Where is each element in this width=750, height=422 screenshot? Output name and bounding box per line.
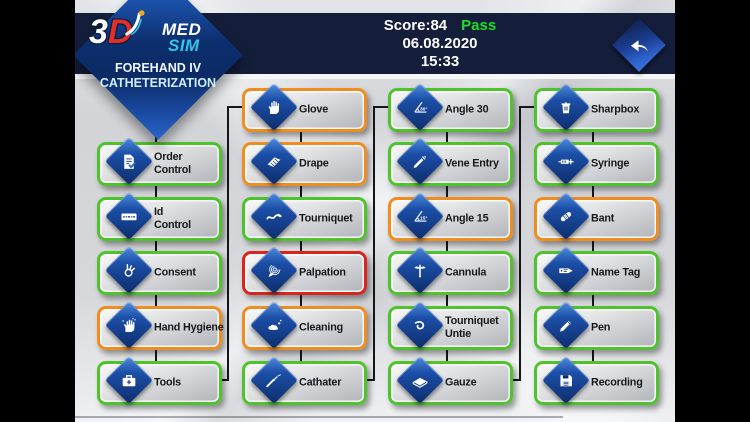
step-bant[interactable]: Bant [534, 191, 659, 241]
glove-icon [249, 82, 299, 132]
step-label: Order Control [154, 151, 191, 176]
step-label: Hand Hygiene [154, 321, 224, 334]
tourniquet-icon [249, 191, 299, 241]
header-divider [75, 74, 675, 79]
step-label: Glove [299, 103, 329, 116]
step-label: Cannula [445, 266, 487, 279]
step-label: Syringe [591, 157, 630, 170]
step-label: Tourniquet [299, 212, 353, 225]
logo-med-text: MED [162, 20, 202, 39]
score-block: Score:84 Pass 06.08.2020 15:33 [355, 17, 525, 71]
toolbox-icon [104, 355, 154, 405]
sharpbox-icon [541, 82, 591, 132]
gauze-icon [395, 355, 445, 405]
step-tools[interactable]: Tools [97, 355, 222, 405]
hand-wash-icon [104, 300, 154, 350]
bandage-icon [541, 191, 591, 241]
connector-line [300, 106, 302, 381]
step-sharpbox[interactable]: Sharpbox [534, 82, 659, 132]
connector-line [373, 106, 375, 381]
step-label: Vene Entry [445, 157, 499, 170]
step-hand-hygiene[interactable]: Hand Hygiene [97, 300, 224, 350]
logo-sim-text: SIM [168, 36, 200, 55]
step-palpation[interactable]: Palpation [242, 245, 367, 295]
name-tag-icon [541, 245, 591, 295]
step-drape[interactable]: Drape [242, 136, 367, 186]
step-syringe[interactable]: Syringe [534, 136, 659, 186]
result-text: Pass [461, 17, 497, 34]
connector-line [519, 106, 535, 108]
step-label: Angle 30 [445, 103, 489, 116]
step-cleaning[interactable]: Cleaning [242, 300, 367, 350]
catheter-icon [249, 355, 299, 405]
consent-hand-icon [104, 245, 154, 295]
connector-line [227, 106, 243, 108]
step-id-control[interactable]: Id Control [97, 191, 222, 241]
connector-line [227, 106, 229, 381]
palpation-icon [249, 245, 299, 295]
step-vene-entry[interactable]: Vene Entry [388, 136, 513, 186]
step-angle-15[interactable]: Angle 15 [388, 191, 513, 241]
step-label: Bant [591, 212, 615, 225]
app-screen: Score:84 Pass 06.08.2020 15:33 Order Cont… [75, 0, 675, 422]
back-arrow-icon [631, 40, 648, 52]
step-label: Consent [154, 266, 196, 279]
step-label: Pen [591, 321, 611, 334]
step-label: Angle 15 [445, 212, 489, 225]
step-label: Tourniquet Untie [445, 315, 499, 340]
step-label: Drape [299, 157, 329, 170]
back-button[interactable] [611, 18, 667, 72]
score-text: Score:84 [383, 17, 448, 34]
angle-30-icon [395, 82, 445, 132]
id-card-icon [104, 191, 154, 241]
step-consent[interactable]: Consent [97, 245, 222, 295]
session-date: 06.08.2020 [402, 35, 478, 52]
connector-line [446, 106, 448, 381]
connector-line [360, 379, 375, 381]
step-label: Tools [154, 376, 181, 389]
logo-subtitle-line2: CATHETERIZATION [99, 76, 217, 90]
connector-line [506, 379, 521, 381]
vene-entry-icon [395, 136, 445, 186]
connector-line [373, 106, 389, 108]
step-order-control[interactable]: Order Control [97, 136, 222, 186]
recording-icon [541, 355, 591, 405]
step-label: Cathater [299, 376, 342, 389]
cleaning-icon [249, 300, 299, 350]
step-tourniquet[interactable]: Tourniquet [242, 191, 367, 241]
step-glove[interactable]: Glove [242, 82, 367, 132]
step-tourniquet-untie[interactable]: Tourniquet Untie [388, 300, 513, 350]
pen-icon [541, 300, 591, 350]
tourniquet-untie-icon [395, 300, 445, 350]
step-gauze[interactable]: Gauze [388, 355, 513, 405]
step-name-tag[interactable]: Name Tag [534, 245, 659, 295]
session-time: 15:33 [420, 53, 460, 70]
step-cathater[interactable]: Cathater [242, 355, 367, 405]
step-pen[interactable]: Pen [534, 300, 659, 350]
connector-line [592, 106, 594, 381]
table-edge-line [75, 416, 563, 418]
connector-line [519, 106, 521, 381]
step-label: Name Tag [591, 266, 641, 279]
syringe-icon [541, 136, 591, 186]
step-label: Palpation [299, 266, 346, 279]
step-cannula[interactable]: Cannula [388, 245, 513, 295]
step-recording[interactable]: Recording [534, 355, 659, 405]
cannula-icon [395, 245, 445, 295]
logo-person-icon [125, 10, 145, 36]
drape-icon [249, 136, 299, 186]
angle-15-icon [395, 191, 445, 241]
step-label: Sharpbox [591, 103, 640, 116]
logo-subtitle-line1: FOREHAND IV [114, 61, 202, 75]
step-angle-30[interactable]: Angle 30 [388, 82, 513, 132]
step-label: Recording [591, 376, 643, 389]
step-label: Gauze [445, 376, 477, 389]
step-label: Id Control [154, 206, 191, 231]
app-logo: 3D MED SIM FOREHAND IV CATHETERIZATION [75, 0, 250, 148]
step-label: Cleaning [299, 321, 343, 334]
